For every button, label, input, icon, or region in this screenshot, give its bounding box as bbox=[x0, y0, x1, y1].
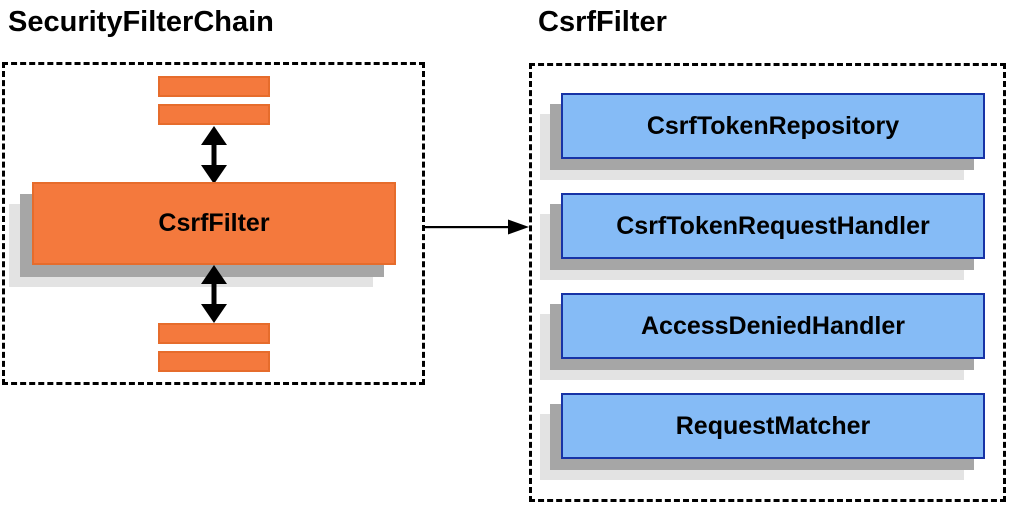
csrf-filter-box-label: CsrfFilter bbox=[158, 209, 270, 237]
component-box-csrf-token-request-handler: CsrfTokenRequestHandler bbox=[561, 193, 985, 259]
double-headed-arrow-icon bbox=[201, 126, 227, 184]
right-arrow-icon bbox=[424, 219, 529, 235]
double-headed-arrow-icon bbox=[201, 265, 227, 323]
component-box-request-matcher: RequestMatcher bbox=[561, 393, 985, 459]
security-filter-chain-title: SecurityFilterChain bbox=[8, 6, 274, 38]
component-label: CsrfTokenRepository bbox=[646, 111, 900, 140]
component-label: RequestMatcher bbox=[675, 411, 871, 440]
component-label: AccessDeniedHandler bbox=[640, 311, 905, 340]
filter-stack-bar bbox=[158, 104, 270, 125]
filter-stack-bar bbox=[158, 76, 270, 97]
csrf-filter-components-box bbox=[529, 63, 1006, 502]
filter-stack-bar bbox=[158, 351, 270, 372]
security-filter-chain-box bbox=[2, 62, 425, 385]
component-label: CsrfTokenRequestHandler bbox=[616, 211, 930, 240]
component-box-csrf-token-repository: CsrfTokenRepository bbox=[561, 93, 985, 159]
csrf-filter-title: CsrfFilter bbox=[538, 6, 667, 38]
csrf-filter-box: CsrfFilter bbox=[32, 182, 396, 265]
filter-stack-bar bbox=[158, 323, 270, 344]
component-box-access-denied-handler: AccessDeniedHandler bbox=[561, 293, 985, 359]
